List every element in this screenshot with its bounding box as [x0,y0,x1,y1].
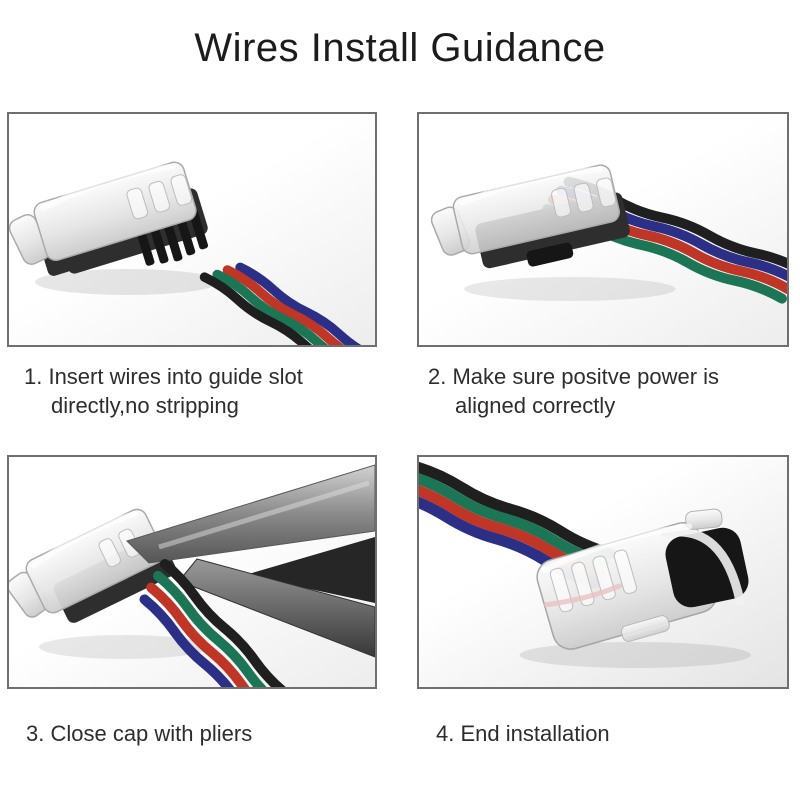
green-wire [419,469,610,569]
green-wire [212,269,355,345]
step3-photo-frame [7,455,377,689]
step1-caption-line1: 1. Insert wires into guide slot [24,364,303,389]
pliers-lower-jaw [178,558,375,658]
strip-connector-illustration [9,508,177,623]
step1-caption-line2: directly,no stripping [51,393,239,418]
black-wire [199,272,342,345]
shadow [39,635,209,659]
step4-caption: 4. End installation [436,719,610,748]
step1-photo-frame [7,112,377,347]
shadow [519,642,751,668]
shadow [35,269,219,295]
step4-finished-connector-photo [419,459,751,668]
step4-caption-line1: 4. End installation [436,721,610,746]
step4-photo-frame [417,455,789,689]
shadow [464,277,676,301]
step3-pliers-closing-cap-photo [9,464,375,687]
loose-wire-ribbon [199,262,375,345]
step2-photo-frame [417,112,789,347]
strip-connector-illustration [430,164,630,269]
clear-flange [661,527,745,607]
step2-caption: 2. Make sure positve power is aligned co… [428,362,719,420]
pliers-dark-handle [245,537,375,603]
pliers-highlight [158,480,370,550]
strip-connector-illustration [9,161,209,276]
green-wire [153,570,284,687]
step3-caption: 3. Close cap with pliers [26,719,252,748]
red-wire [146,582,277,687]
connector-end-cap [665,527,749,608]
step1-connector-and-loose-wires-photo [9,161,375,345]
step2-wires-inserted-in-connector-photo [430,164,787,304]
black-wire [159,559,290,687]
page-title: Wires Install Guidance [194,26,606,70]
step1-caption: 1. Insert wires into guide slot directly… [24,362,303,420]
step3-caption-line1: 3. Close cap with pliers [26,721,253,746]
step2-caption-line1: 2. Make sure positve power is [428,364,720,389]
step2-caption-line2: aligned correctly [455,393,616,418]
light-wire-hint [543,583,623,608]
black-wire [419,459,616,559]
closed-connector-illustration [536,508,749,650]
exiting-wire-bundle [139,559,290,687]
blue-wire [139,594,270,687]
blue-wire [235,262,375,345]
red-wire [222,265,365,345]
